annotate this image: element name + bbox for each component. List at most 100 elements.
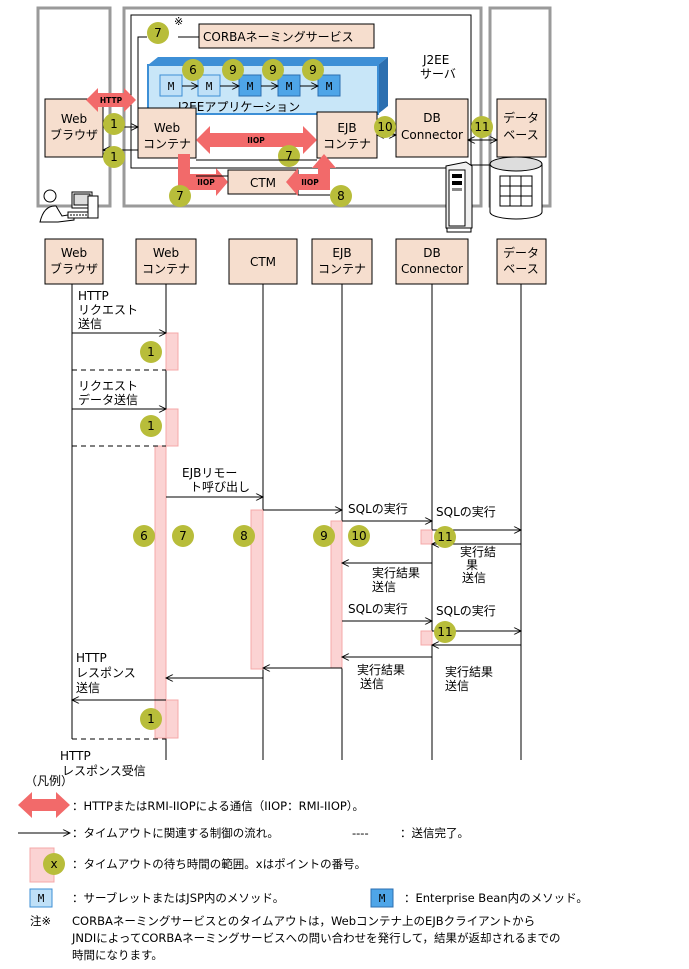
svg-text:データ: データ xyxy=(503,110,539,125)
svg-text:CTM: CTM xyxy=(250,255,276,269)
label-http-request: HTTP リクエスト 送信 xyxy=(78,289,142,331)
svg-text:ブラウザ: ブラウザ xyxy=(50,127,98,142)
iiop-ctm-ejb-arrow xyxy=(286,154,336,196)
web-container-box xyxy=(137,107,197,159)
point-seq-8: 8 xyxy=(233,525,255,547)
svg-text:8: 8 xyxy=(337,189,345,203)
svg-text:M: M xyxy=(206,80,213,93)
corba-naming-service-box xyxy=(198,23,375,49)
lifeline-header-ejb-container xyxy=(311,238,373,285)
database-box xyxy=(496,98,547,158)
svg-text:Web: Web xyxy=(61,112,87,126)
svg-text:データ: データ xyxy=(503,245,539,260)
svg-text:1: 1 xyxy=(110,150,118,164)
svg-text:DB: DB xyxy=(423,246,440,260)
svg-text:7: 7 xyxy=(179,529,187,543)
web-browser-box xyxy=(44,98,104,158)
point-ejb-db: 10 xyxy=(374,116,396,138)
svg-text:HTTP: HTTP xyxy=(100,96,123,105)
activation-web-req2 xyxy=(165,408,179,447)
legend-dashes: ---- xyxy=(352,826,369,840)
http-comm-arrow xyxy=(86,88,136,112)
server-tower-icon xyxy=(445,161,473,233)
j2ee-application-label: J2EEアプリケーション xyxy=(177,100,300,114)
legend-title: （凡例） xyxy=(25,774,73,788)
svg-text:DB: DB xyxy=(423,111,440,125)
note-mark: 注※ xyxy=(30,914,51,928)
legend-ejb-swatch xyxy=(370,888,394,908)
point-seq-6: 6 xyxy=(133,525,155,547)
legend-wait-text: ：タイムアウトの待ち時間の範囲。xはポイントの番号。 xyxy=(72,857,366,871)
svg-text:6: 6 xyxy=(140,529,148,543)
svg-text:M: M xyxy=(168,80,175,93)
legend-point-marker xyxy=(43,853,65,875)
point-method-6: 6 xyxy=(182,59,204,81)
svg-text:9: 9 xyxy=(320,529,328,543)
svg-text:7: 7 xyxy=(154,26,162,40)
footnote: 注※ CORBAネーミングサービスとのタイムアウトは，Webコンテナ上のEJBク… xyxy=(30,914,561,962)
j2ee-server-label-2: サーバ xyxy=(420,67,456,81)
label-http-response: HTTP レスポンス 送信 xyxy=(76,651,140,695)
svg-text:M: M xyxy=(286,80,293,93)
activation-ctm xyxy=(250,509,264,670)
ejb-container-box xyxy=(316,111,378,159)
svg-text:Web: Web xyxy=(153,246,179,260)
label-sql-exec-3: SQLの実行 xyxy=(348,601,408,616)
svg-text:10: 10 xyxy=(377,120,392,134)
label-http-response-recv: HTTP レスポンス受信 xyxy=(60,749,146,778)
j2ee-app-side xyxy=(378,57,388,114)
sequence-diagram: Web ブラウザ Web コンテナ CTM EJB コンテナ DB Connec… xyxy=(44,238,547,778)
activation-web-req1 xyxy=(165,332,179,371)
point-web-ejb: 7 xyxy=(278,145,300,167)
point-seq-11a: 11 xyxy=(434,526,456,548)
label-result-3: 実行結果 送信 xyxy=(357,662,409,691)
legend-comm-text: ：HTTPまたはRMI-IIOPによる通信（IIOP：RMI-IIOP）。 xyxy=(72,799,364,813)
note-line-3: 時間になります。 xyxy=(72,948,163,962)
point-seq-10: 10 xyxy=(348,525,370,547)
svg-text:コンテナ: コンテナ xyxy=(318,262,366,276)
svg-text:6: 6 xyxy=(189,63,197,77)
svg-text:Web: Web xyxy=(154,121,180,135)
svg-text:1: 1 xyxy=(147,712,155,726)
label-result-2: 実行結果 送信 xyxy=(372,565,424,594)
lifeline-header-database xyxy=(496,238,547,285)
svg-text:コンテナ: コンテナ xyxy=(142,262,190,276)
svg-text:M: M xyxy=(326,80,333,93)
svg-text:ベース: ベース xyxy=(503,262,538,276)
legend-ejb-text: ：Enterprise Bean内のメソッド。 xyxy=(404,891,588,905)
point-ctm-ejb: 8 xyxy=(330,185,352,207)
label-result-1: 実行結 果 送信 xyxy=(460,544,500,585)
legend-comm-arrow xyxy=(18,792,70,818)
naming-to-web-line xyxy=(137,36,147,108)
svg-text:Connector: Connector xyxy=(401,262,463,276)
topology: J2EE サーバ CORBAネーミングサービス ※ 7 J2EEアプリケーション… xyxy=(36,6,552,233)
label-result-4: 実行結果 送信 xyxy=(445,664,497,693)
lifeline-header-ctm xyxy=(228,238,298,285)
activation-db-2 xyxy=(420,630,433,646)
svg-text:9: 9 xyxy=(269,63,277,77)
naming-note-mark: ※ xyxy=(174,15,183,28)
svg-text:9: 9 xyxy=(309,63,317,77)
svg-text:ベース: ベース xyxy=(503,128,538,142)
svg-text:Connector: Connector xyxy=(401,128,463,142)
activation-db-1 xyxy=(420,529,433,545)
point-method-9c: 9 xyxy=(302,59,324,81)
label-request-data: リクエスト データ送信 xyxy=(78,379,142,407)
point-seq-resp: 1 xyxy=(140,708,162,730)
svg-text:9: 9 xyxy=(229,63,237,77)
svg-text:IIOP: IIOP xyxy=(301,178,319,187)
activation-web-long xyxy=(154,445,167,739)
point-browser-web-2: 1 xyxy=(103,146,125,168)
label-sql-exec-2: SQLの実行 xyxy=(436,504,496,519)
corba-naming-service-label: CORBAネーミングサービス xyxy=(203,30,354,44)
activation-web-resp xyxy=(165,699,179,739)
j2ee-inner-frame xyxy=(130,14,472,169)
activation-ejb xyxy=(330,520,343,669)
svg-text:IIOP: IIOP xyxy=(247,136,265,145)
svg-text:コンテナ: コンテナ xyxy=(143,137,191,151)
legend-servlet-swatch xyxy=(29,888,53,908)
svg-text:EJB: EJB xyxy=(332,246,351,260)
point-seq-9: 9 xyxy=(313,525,335,547)
svg-text:1: 1 xyxy=(147,345,155,359)
